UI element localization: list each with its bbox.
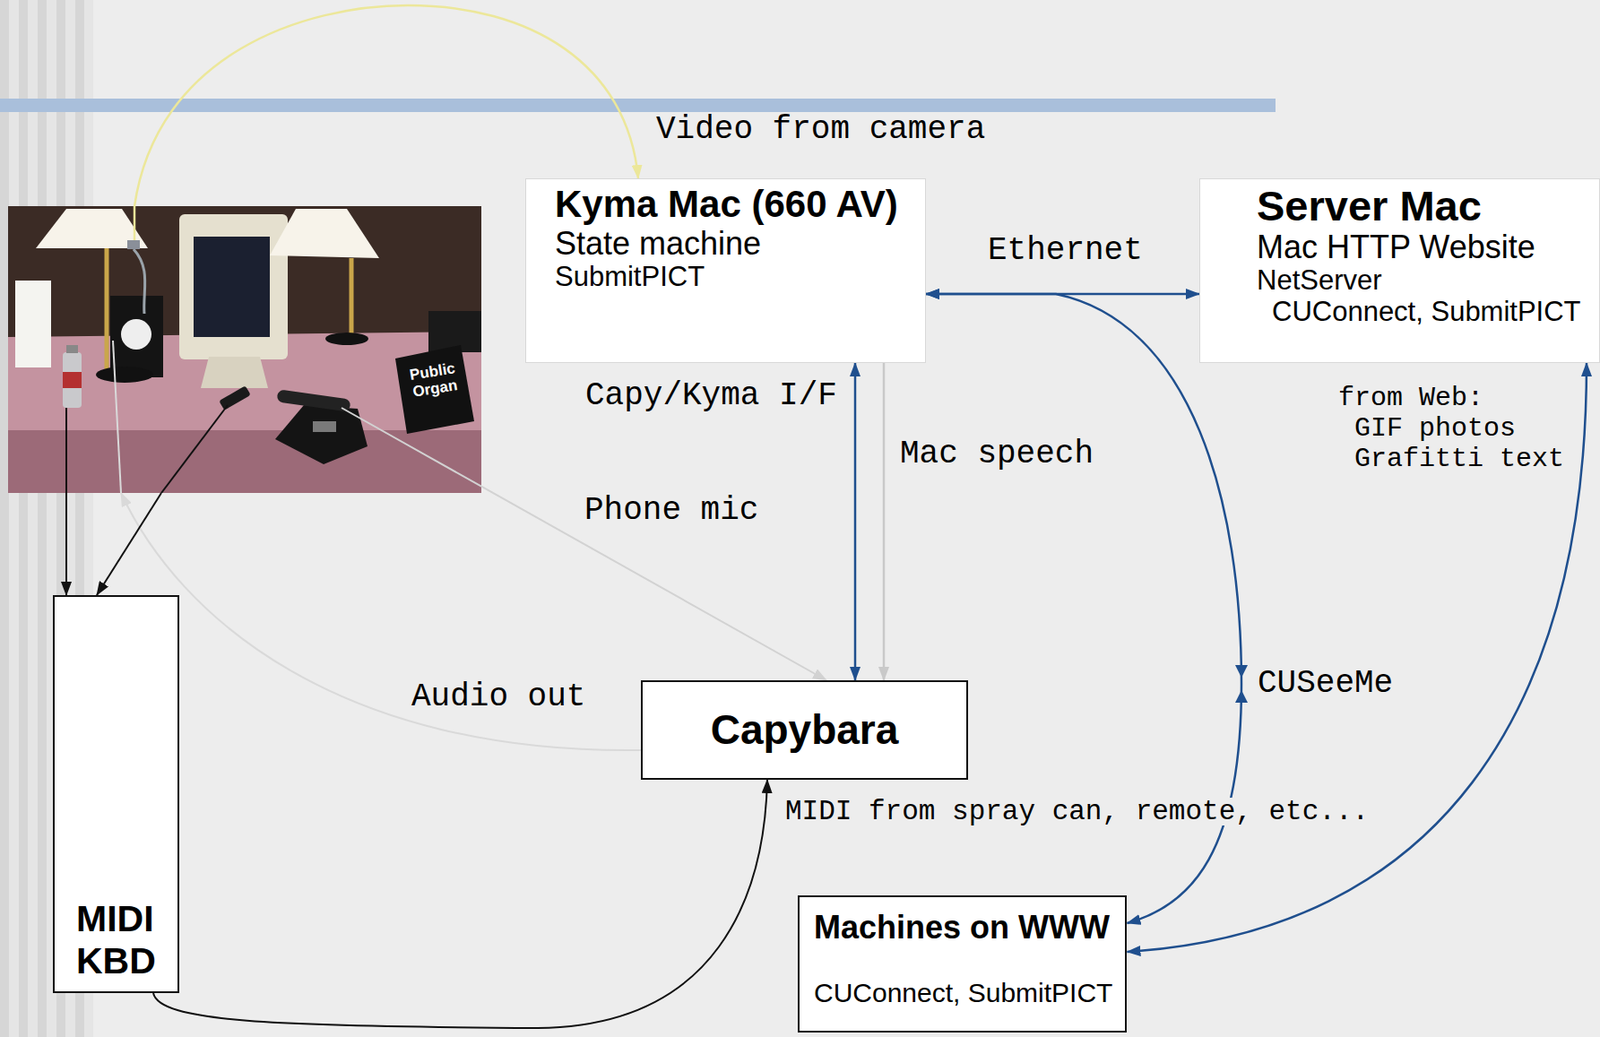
photo-drape bbox=[8, 430, 482, 493]
photo-frame: Public Organ bbox=[8, 206, 482, 493]
connector-label: Ethernet bbox=[985, 234, 1146, 268]
title-bar bbox=[0, 98, 1276, 113]
box-heading: MIDI KBD bbox=[76, 898, 171, 983]
video-link bbox=[134, 5, 639, 207]
photo-paper bbox=[15, 280, 52, 368]
capybara-box: Capybara bbox=[640, 680, 969, 780]
photo-phone-handset bbox=[276, 389, 351, 412]
connector-label: Capy/Kyma I/F bbox=[582, 380, 840, 413]
connector-label: Phone mic bbox=[581, 494, 762, 528]
box-line: SubmitPICT bbox=[554, 261, 918, 293]
box-heading: Kyma Mac (660 AV) bbox=[554, 182, 918, 226]
speech-link bbox=[882, 363, 886, 681]
connector-label: Video from camera bbox=[653, 113, 988, 147]
photo-camera bbox=[127, 240, 140, 250]
note-text: GIF photos bbox=[1351, 414, 1519, 444]
photo-lamp-shade bbox=[35, 208, 148, 249]
photo-monitor-stand bbox=[200, 356, 269, 389]
photo-dark-box bbox=[428, 311, 482, 353]
midi-keyboard-box: MIDI KBD bbox=[52, 595, 180, 994]
photo-lamp-pole bbox=[349, 258, 355, 338]
box-line: CUConnect, SubmitPICT bbox=[813, 977, 1113, 1008]
box-line: Mac HTTP Website bbox=[1256, 229, 1596, 266]
photo-lamp-shade bbox=[269, 208, 380, 259]
remote-midi-link bbox=[96, 492, 162, 596]
midi-link bbox=[153, 779, 768, 1029]
kyma-mac-box: Kyma Mac (660 AV)State machineSubmitPICT bbox=[525, 178, 926, 364]
installation-photo bbox=[8, 206, 482, 493]
photo-spray-cap bbox=[66, 345, 78, 354]
photo-spray-label bbox=[62, 371, 82, 389]
photo-camera-cable bbox=[133, 249, 146, 314]
photo-monitor bbox=[179, 214, 288, 360]
photo-phone-keys bbox=[312, 421, 337, 433]
sign-text: Public Organ bbox=[398, 358, 470, 402]
photo-spray-can bbox=[62, 352, 82, 408]
spray-can-midi-link bbox=[65, 492, 68, 596]
note-text: from Web: bbox=[1335, 383, 1487, 414]
photo-sign bbox=[395, 345, 475, 434]
server-mac-box: Server MacMac HTTP WebsiteNetServerCUCon… bbox=[1199, 178, 1600, 364]
connector-label: CUSeeMe bbox=[1254, 667, 1396, 701]
photo-speaker-cone bbox=[121, 319, 152, 350]
photo-lamp-pole bbox=[104, 248, 110, 370]
photo-lamp-base bbox=[95, 366, 154, 383]
www-machines-box: Machines on WWW CUConnect, SubmitPICT bbox=[797, 895, 1127, 1033]
connector-label: Mac speech bbox=[897, 438, 1097, 471]
web-link bbox=[1126, 363, 1587, 952]
box-heading: Capybara bbox=[710, 707, 900, 753]
box-line: CUConnect, SubmitPICT bbox=[1271, 296, 1596, 328]
remote-lead bbox=[161, 405, 228, 493]
photo-lamp-base bbox=[325, 332, 369, 346]
camera-video-lead bbox=[133, 206, 137, 241]
note-text: Grafitti text bbox=[1351, 444, 1567, 475]
connector-label: MIDI from spray can, remote, etc... bbox=[782, 797, 1372, 826]
phone-mic-lead bbox=[341, 407, 482, 487]
cuseeme-link bbox=[925, 294, 1242, 924]
spray-can-lead bbox=[65, 407, 68, 493]
audio-out-lead bbox=[112, 340, 122, 493]
photo-remote bbox=[218, 385, 251, 410]
photo-monitor-screen bbox=[193, 236, 270, 338]
phone-mic-link bbox=[481, 486, 827, 681]
box-line: NetServer bbox=[1256, 264, 1596, 297]
connector-label: Audio out bbox=[408, 681, 589, 714]
box-heading: Machines on WWW bbox=[813, 909, 1113, 946]
box-heading: Server Mac bbox=[1256, 182, 1596, 230]
box-line: State machine bbox=[554, 225, 918, 262]
photo-speaker bbox=[110, 295, 164, 378]
audio-out-link bbox=[121, 492, 641, 751]
interface-link bbox=[854, 363, 857, 681]
